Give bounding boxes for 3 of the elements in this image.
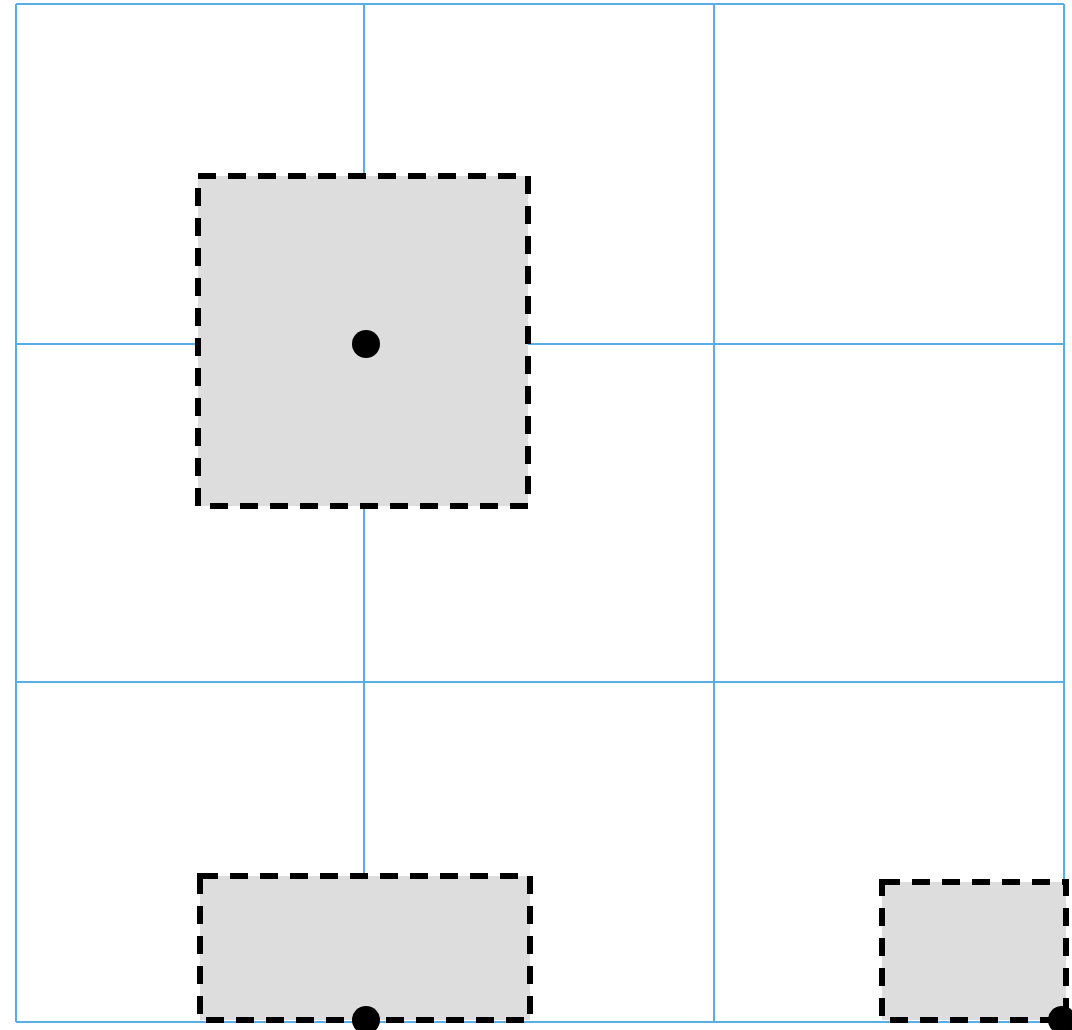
dashed-box	[879, 879, 1069, 1023]
dashed-box	[195, 173, 531, 509]
dashed-box	[197, 873, 533, 1023]
